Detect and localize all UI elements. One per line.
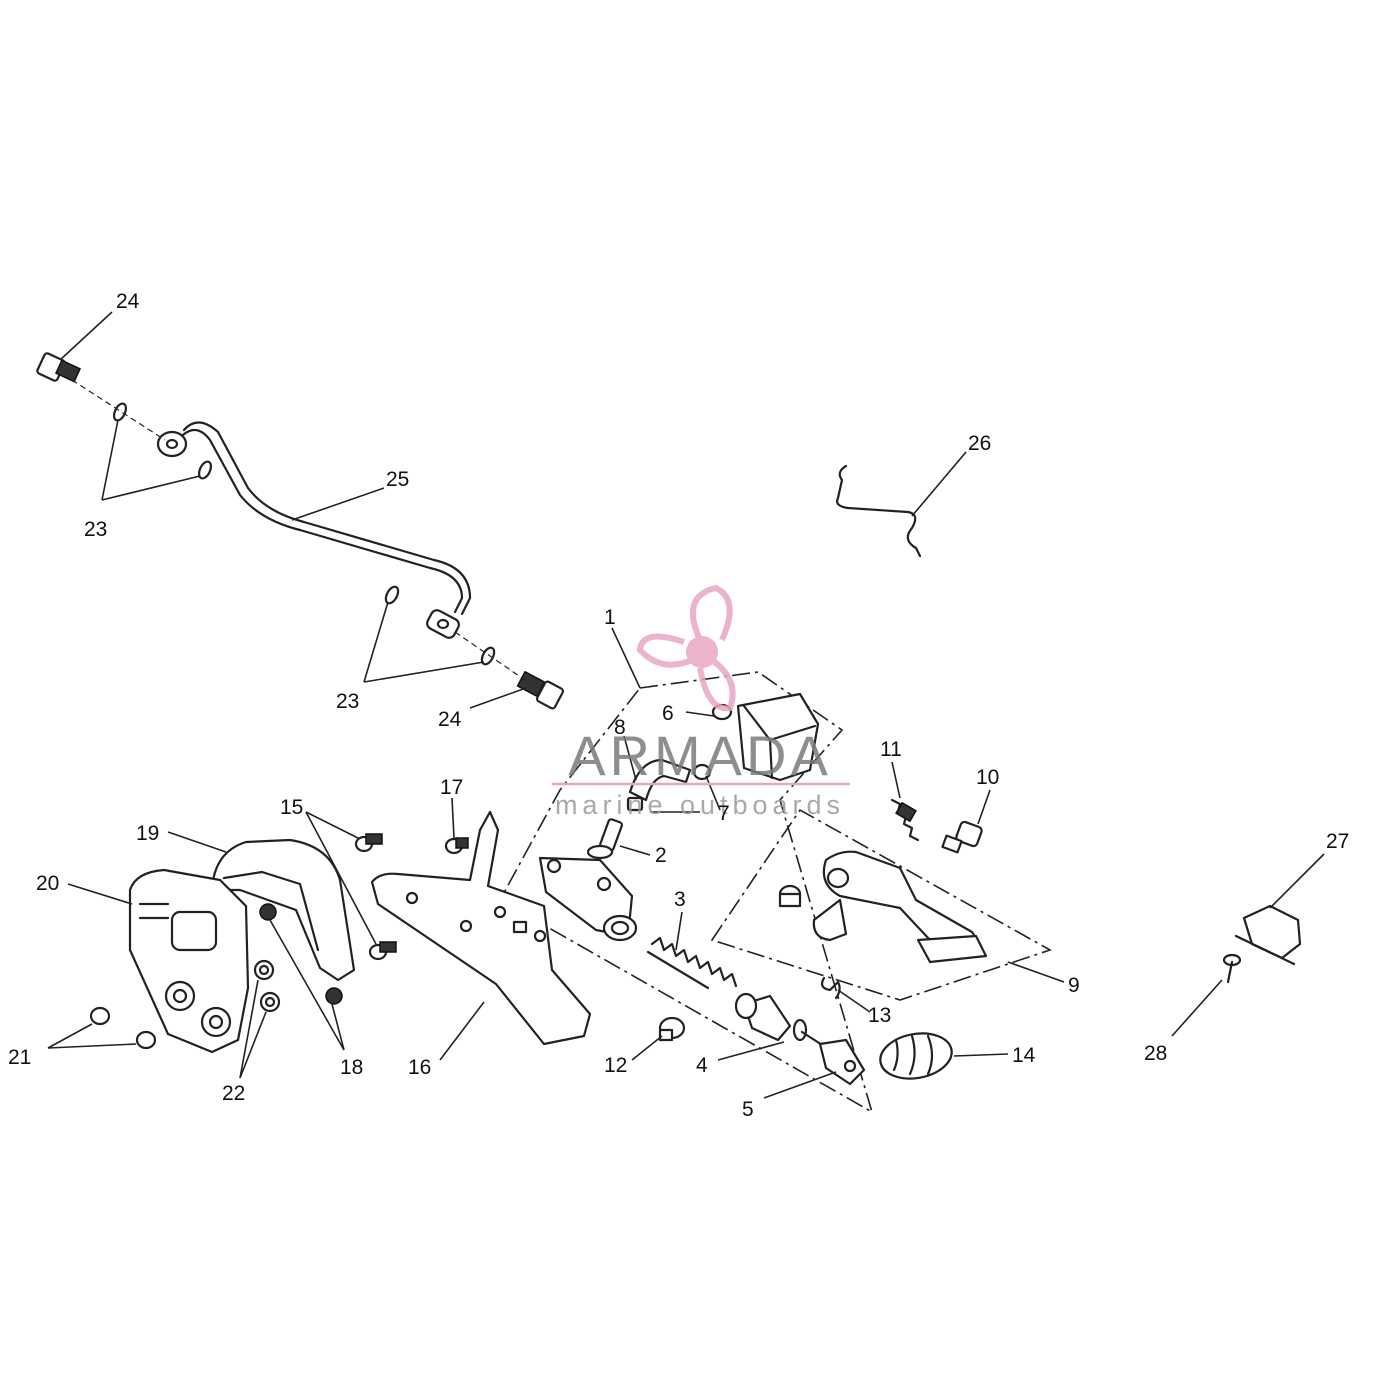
switch-pin (1222, 953, 1242, 984)
master-cylinder-body (538, 856, 638, 942)
callout-12: 12 (604, 1054, 627, 1077)
piston-assembly (734, 992, 808, 1042)
callout-20: 20 (36, 872, 59, 895)
callout-21: 21 (8, 1046, 31, 1069)
callout-17: 17 (440, 776, 463, 799)
outer-cover (128, 868, 250, 1054)
brake-pedal (812, 850, 988, 964)
callout-28: 28 (1144, 1042, 1167, 1065)
assembly-axis-lines (71, 379, 526, 681)
cover-washers-22 (253, 959, 281, 1013)
brake-line (176, 421, 472, 616)
callout-6: 6 (662, 702, 674, 725)
callout-3: 3 (674, 888, 686, 911)
callout-9: 9 (1068, 974, 1080, 997)
leader-lines (47, 311, 1325, 1099)
push-rod (800, 1030, 866, 1086)
callout-23-lower: 23 (336, 690, 359, 713)
callout-13: 13 (868, 1004, 891, 1027)
callout-14: 14 (1012, 1044, 1036, 1067)
callout-19: 19 (136, 822, 159, 845)
callout-11: 11 (880, 738, 902, 761)
callout-8: 8 (614, 716, 626, 739)
cover-screws-21 (89, 1006, 157, 1050)
assembly-outline-pedal (710, 808, 1052, 1001)
watermark-tagline: marine outboards (555, 790, 845, 820)
pedal-spring (890, 798, 920, 842)
cover-bolts-15 (354, 833, 397, 961)
inner-cover (210, 838, 356, 982)
callout-27: 27 (1326, 830, 1349, 853)
hose-clamps (626, 763, 712, 812)
watermark-brand: ARMADA (568, 724, 832, 787)
callout-25: 25 (386, 468, 409, 491)
callout-5: 5 (742, 1098, 754, 1121)
pedal-pad (879, 1032, 953, 1080)
spring-rod (836, 464, 922, 558)
brake-light-switch (1234, 904, 1302, 966)
callout-labels: 1 2 3 4 5 6 7 8 9 10 11 12 13 14 15 16 1… (8, 290, 1349, 1121)
propeller-logo-icon (636, 584, 736, 712)
assembly-outline-master-cylinder (498, 671, 874, 1114)
watermark: ARMADA marine outboards (552, 584, 850, 820)
callout-7: 7 (718, 802, 730, 825)
callout-26: 26 (968, 432, 991, 455)
inlet-fitting (586, 818, 623, 860)
reservoir-hose (628, 758, 692, 802)
callout-10: 10 (976, 766, 999, 789)
pedal-stop-bolt (658, 1016, 686, 1042)
pivot-bolt (941, 820, 983, 854)
bracket-bolt-17 (444, 837, 469, 855)
callout-15: 15 (280, 796, 303, 819)
banjo-bolt-lower (516, 670, 565, 710)
banjo-bolt-upper (36, 352, 82, 383)
callout-23-upper: 23 (84, 518, 107, 541)
pedal-bushing (778, 884, 802, 908)
callout-24-lower: 24 (438, 708, 462, 731)
callout-22: 22 (222, 1082, 245, 1105)
retaining-clip (820, 976, 841, 1000)
banjo-fitting-upper (156, 430, 188, 458)
banjo-fitting-lower (426, 609, 460, 639)
callout-18: 18 (340, 1056, 363, 1079)
callout-2: 2 (655, 844, 667, 867)
callout-1: 1 (604, 606, 616, 629)
cover-nuts-18 (259, 903, 343, 1005)
mounting-bracket (370, 810, 592, 1046)
callout-16: 16 (408, 1056, 431, 1079)
callout-4: 4 (696, 1054, 708, 1077)
return-spring (646, 936, 738, 990)
callout-24-upper: 24 (116, 290, 140, 313)
